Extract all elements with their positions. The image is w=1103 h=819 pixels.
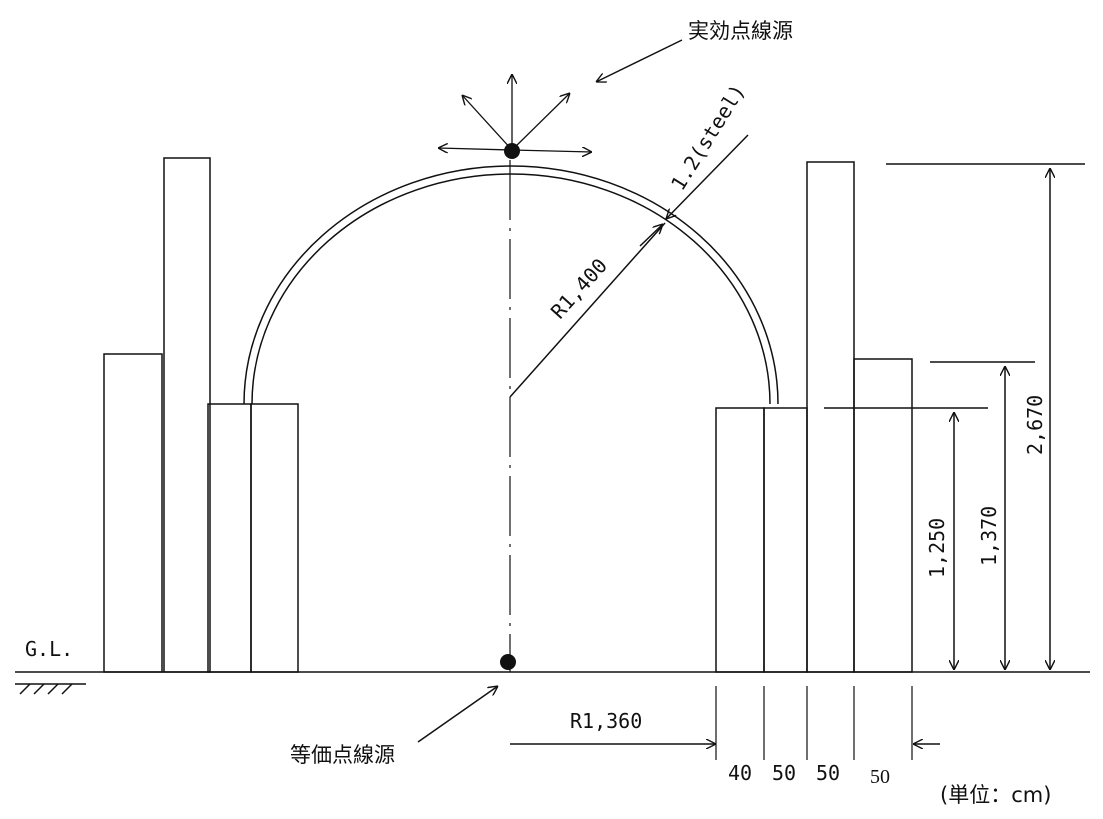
height-label-2670: 2,670 xyxy=(1023,395,1047,455)
right-building-4 xyxy=(853,358,913,673)
effective-source-pointer xyxy=(596,39,683,82)
ground-level-label: G.L. xyxy=(25,637,73,661)
effective-source-label: 実効点線源 xyxy=(688,19,793,43)
base-width-ticks xyxy=(715,686,913,760)
left-building-4 xyxy=(250,403,299,673)
width-label-40: 40 xyxy=(728,761,752,785)
left-building-3 xyxy=(207,403,252,673)
width-label-50c: 50 xyxy=(870,766,890,788)
right-building-1 xyxy=(715,407,765,673)
base-radius-label: R1,360 xyxy=(570,709,642,733)
left-building-1 xyxy=(103,353,163,673)
steel-thickness-label: 1.2(steel) xyxy=(666,80,750,195)
dome-radius-line xyxy=(509,222,666,398)
height-label-1250: 1,250 xyxy=(925,518,949,578)
effective-point-source xyxy=(504,143,520,159)
steel-inner-arrow xyxy=(639,224,663,247)
dome-outer-arc xyxy=(243,165,779,405)
ground-hatch xyxy=(15,683,86,695)
unit-label: (単位：cm) xyxy=(940,783,1051,807)
dome-inner-arc xyxy=(251,173,771,405)
left-building-2 xyxy=(163,157,211,673)
right-building-3 xyxy=(806,161,855,673)
width-label-50b: 50 xyxy=(816,761,840,785)
dome-radius-label: R1,400 xyxy=(546,254,612,324)
equivalent-point-source xyxy=(500,654,516,670)
steel-leader-line xyxy=(666,134,749,219)
emission-arrows xyxy=(438,74,592,152)
equivalent-source-pointer xyxy=(417,686,498,743)
equivalent-source-label: 等価点線源 xyxy=(290,743,395,767)
right-building-2 xyxy=(763,407,808,673)
width-label-50a: 50 xyxy=(772,761,796,785)
height-label-1370: 1,370 xyxy=(977,506,1001,566)
